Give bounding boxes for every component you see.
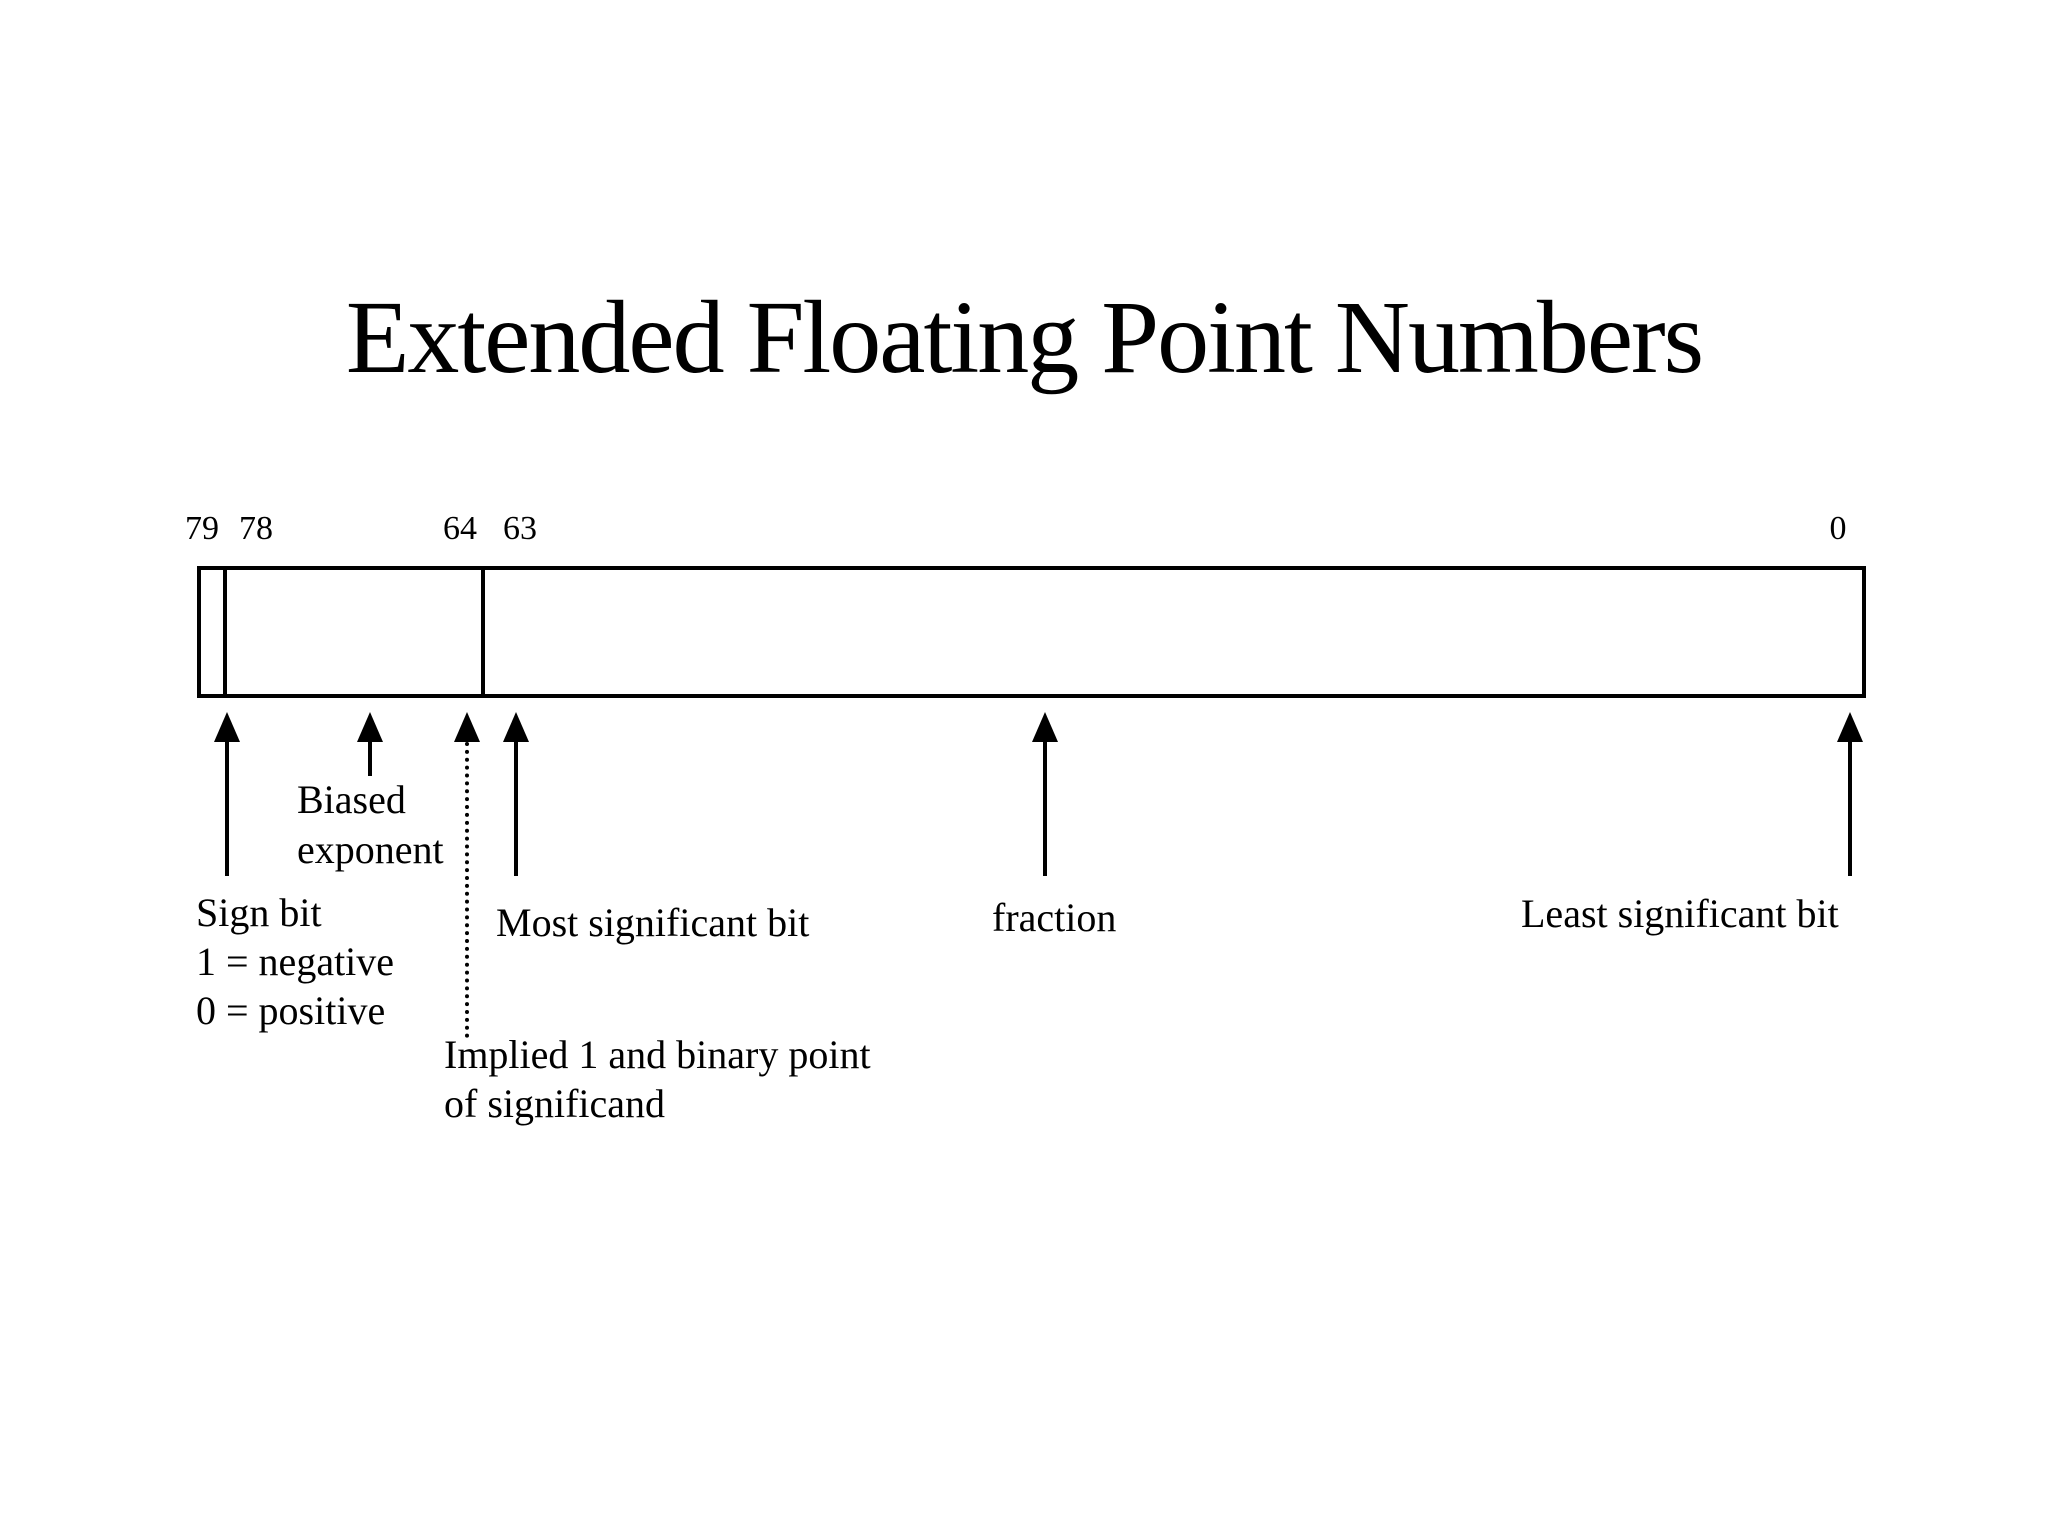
up-arrowhead-icon — [357, 712, 383, 742]
bit-index-78: 78 — [239, 510, 273, 547]
arrow-shaft — [225, 742, 229, 876]
arrow-shaft — [1848, 742, 1852, 876]
arrow-shaft — [1043, 742, 1047, 876]
label-line: 1 = negative — [196, 939, 395, 984]
dotted-arrow-shaft — [465, 742, 469, 1038]
bit-index-79: 79 — [185, 510, 219, 547]
most-significant-bit-arrow — [501, 712, 531, 876]
label-line: of significand — [444, 1081, 666, 1126]
label-line: Sign bit — [196, 890, 322, 935]
implied-point-dotted-arrow — [452, 712, 482, 1038]
bit-index-0: 0 — [1829, 510, 1847, 547]
slide-title: Extended Floating Point Numbers — [345, 280, 1704, 395]
up-arrowhead-icon — [503, 712, 529, 742]
up-arrowhead-icon — [1032, 712, 1058, 742]
implied-point-label: Implied 1 and binary point of significan… — [444, 1030, 871, 1128]
label-line: 0 = positive — [196, 988, 386, 1033]
least-significant-bit-arrow — [1835, 712, 1865, 876]
biased-exponent-label: Biased exponent — [297, 775, 444, 875]
label-line: Implied 1 and binary point — [444, 1032, 871, 1077]
label-line: exponent — [297, 827, 444, 872]
sign-bit-label: Sign bit 1 = negative 0 = positive — [196, 888, 394, 1035]
arrow-shaft — [368, 742, 372, 776]
up-arrowhead-icon — [454, 712, 480, 742]
bit-field-box — [197, 566, 1866, 698]
sign-bit-arrow — [212, 712, 242, 876]
arrow-shaft — [514, 742, 518, 876]
up-arrowhead-icon — [214, 712, 240, 742]
least-significant-bit-label: Least significant bit — [1521, 891, 1839, 936]
field-divider-sign-exponent — [223, 570, 227, 694]
up-arrowhead-icon — [1837, 712, 1863, 742]
biased-exponent-arrow — [355, 712, 385, 776]
most-significant-bit-label: Most significant bit — [496, 900, 810, 945]
label-line: Biased — [297, 777, 406, 822]
fraction-label: fraction — [992, 895, 1117, 940]
bit-index-64: 64 — [443, 510, 477, 547]
field-divider-exponent-significand — [481, 570, 485, 694]
bit-index-63: 63 — [503, 510, 537, 547]
fraction-arrow — [1030, 712, 1060, 876]
